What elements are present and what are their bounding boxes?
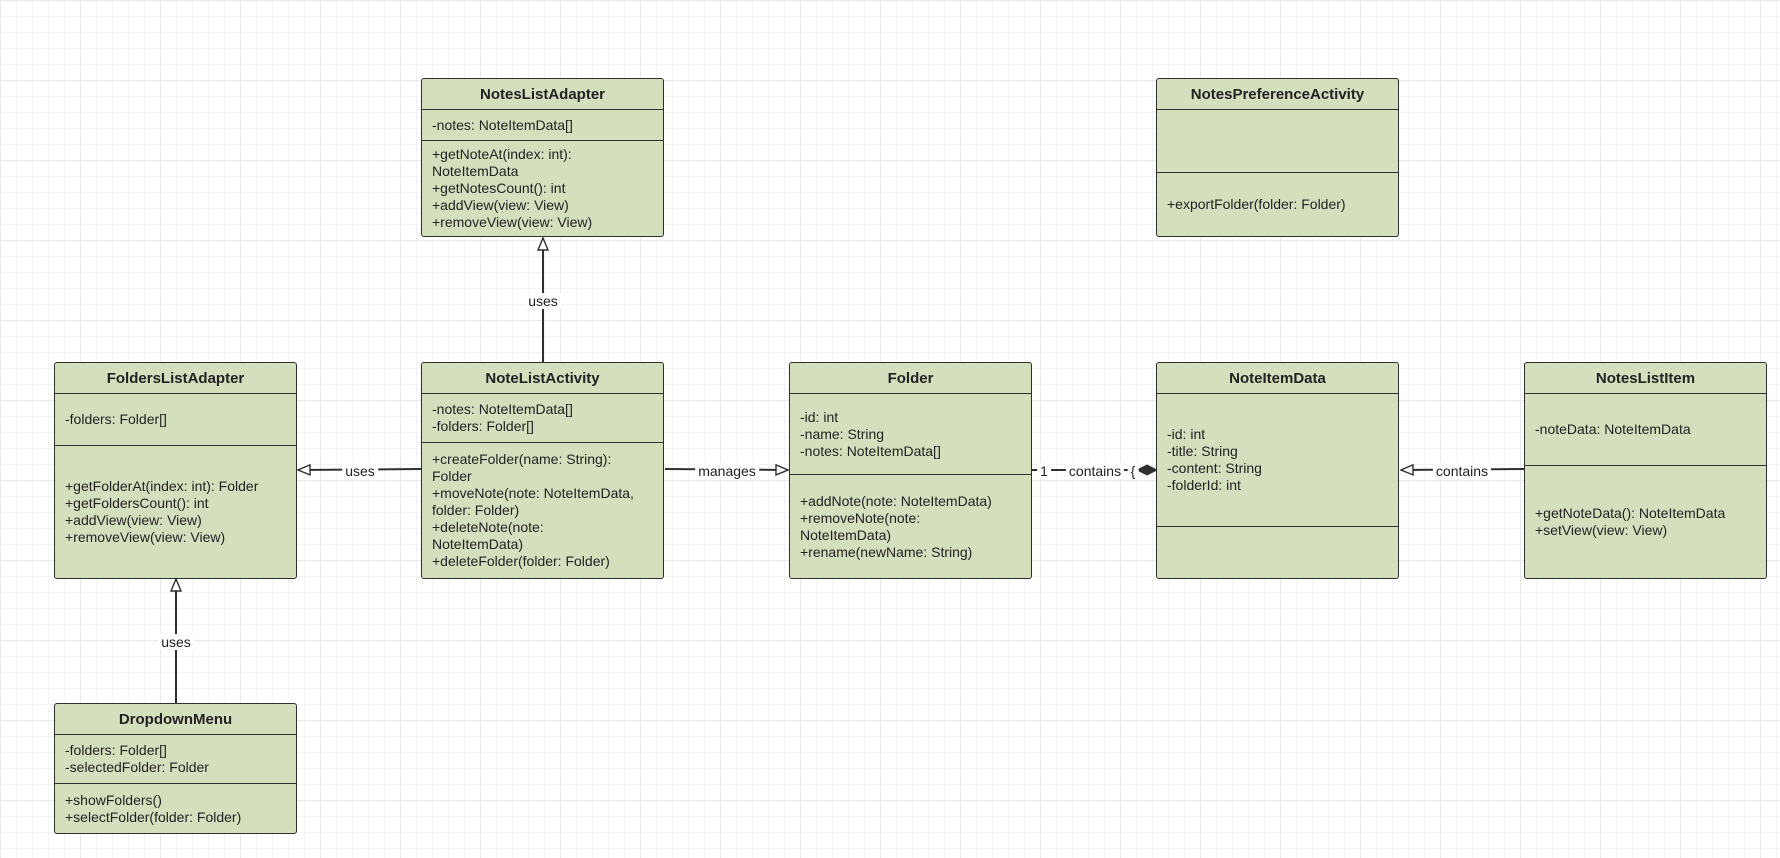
class-attributes: -notes: NoteItemData[] (422, 110, 663, 141)
operation: +removeView(view: View) (65, 529, 226, 545)
class-attributes: -id: int -title: String -content: String… (1157, 394, 1398, 527)
operation: +addView(view: View) (432, 197, 569, 213)
operation: +getFoldersCount(): int (65, 495, 209, 511)
class-attributes (1157, 110, 1398, 173)
class-attributes: -folders: Folder[] (55, 394, 296, 446)
attribute: -folders: Folder[] (65, 742, 167, 758)
class-name: DropdownMenu (55, 704, 296, 735)
operation: folder: Folder) (432, 502, 520, 518)
class-name: NotesListItem (1525, 363, 1766, 394)
attribute: -name: String (800, 425, 885, 442)
class-operations: +showFolders() +selectFolder(folder: Fol… (55, 784, 296, 833)
class-attributes: -noteData: NoteItemData (1525, 394, 1766, 466)
edge-label-manages: manages (695, 463, 759, 479)
operation: +getNoteAt(index: int): (432, 146, 572, 162)
class-note-item-data[interactable]: NoteItemData -id: int -title: String -co… (1156, 362, 1399, 579)
operation: +rename(newName: String) (800, 543, 973, 560)
class-name: FoldersListAdapter (55, 363, 296, 394)
multiplicity-noteitemdata-end: { (1127, 463, 1139, 479)
attribute: -content: String (1167, 460, 1262, 476)
attribute: -folderId: int (1167, 477, 1241, 493)
attribute: -id: int (1167, 426, 1206, 442)
operation: +createFolder(name: String): (432, 451, 612, 467)
class-name: NotesPreferenceActivity (1157, 79, 1398, 110)
operation: +removeNote(note: (800, 509, 921, 526)
class-name: NotesListAdapter (422, 79, 663, 110)
class-folder[interactable]: Folder -id: int -name: String -notes: No… (789, 362, 1032, 579)
attribute: -title: String (1167, 443, 1238, 459)
operation: NoteItemData) (432, 536, 524, 552)
class-operations: +exportFolder(folder: Folder) (1157, 173, 1398, 236)
class-notes-preference-activity[interactable]: NotesPreferenceActivity +exportFolder(fo… (1156, 78, 1399, 237)
class-operations (1157, 527, 1398, 578)
operation: +getFolderAt(index: int): Folder (65, 478, 259, 494)
class-dropdown-menu[interactable]: DropdownMenu -folders: Folder[] -selecte… (54, 703, 297, 834)
operation: +getNoteData(): NoteItemData (1535, 505, 1726, 521)
operation: +addView(view: View) (65, 512, 202, 528)
class-operations: +addNote(note: NoteItemData) +removeNote… (790, 475, 1031, 578)
class-attributes: -folders: Folder[] -selectedFolder: Fold… (55, 735, 296, 784)
operation: +addNote(note: NoteItemData) (800, 492, 992, 509)
class-attributes: -id: int -name: String -notes: NoteItemD… (790, 394, 1031, 475)
operation: +showFolders() (65, 791, 162, 808)
operation: Folder (432, 468, 472, 484)
operation: +getNotesCount(): int (432, 180, 566, 196)
operation: +exportFolder(folder: Folder) (1167, 196, 1346, 212)
operation: +setView(view: View) (1535, 522, 1668, 538)
attribute: -selectedFolder: Folder (65, 759, 209, 775)
operation: +removeView(view: View) (432, 214, 593, 230)
class-note-list-activity[interactable]: NoteListActivity -notes: NoteItemData[] … (421, 362, 664, 579)
class-notes-list-item[interactable]: NotesListItem -noteData: NoteItemData +g… (1524, 362, 1767, 579)
attribute: -id: int (800, 408, 839, 425)
operation: +deleteNote(note: (432, 519, 544, 535)
edge-label-uses: uses (525, 293, 561, 309)
class-operations: +getNoteAt(index: int): NoteItemData +ge… (422, 141, 663, 236)
operation: NoteItemData) (800, 526, 892, 543)
class-attributes: -notes: NoteItemData[] -folders: Folder[… (422, 394, 663, 443)
operation: +moveNote(note: NoteItemData, (432, 485, 634, 501)
class-name: NoteItemData (1157, 363, 1398, 394)
class-operations: +createFolder(name: String): Folder +mov… (422, 443, 663, 578)
class-operations: +getNoteData(): NoteItemData +setView(vi… (1525, 466, 1766, 578)
attribute: -folders: Folder[] (65, 411, 167, 427)
attribute: -notes: NoteItemData[] (800, 442, 941, 459)
edge-label-contains: contains (1432, 463, 1492, 479)
class-operations: +getFolderAt(index: int): Folder +getFol… (55, 446, 296, 578)
attribute: -noteData: NoteItemData (1535, 421, 1691, 437)
operation: +deleteFolder(folder: Folder) (432, 553, 610, 569)
class-name: Folder (790, 363, 1031, 394)
operation: NoteItemData (432, 163, 519, 179)
edge-label-uses: uses (342, 463, 378, 479)
attribute: -notes: NoteItemData[] (432, 401, 573, 417)
operation: +selectFolder(folder: Folder) (65, 808, 242, 825)
edge-label-contains: contains (1065, 463, 1125, 479)
class-folders-list-adapter[interactable]: FoldersListAdapter -folders: Folder[] +g… (54, 362, 297, 579)
edge-label-uses: uses (158, 634, 194, 650)
attribute: -notes: NoteItemData[] (432, 116, 573, 133)
class-notes-list-adapter[interactable]: NotesListAdapter -notes: NoteItemData[] … (421, 78, 664, 237)
class-name: NoteListActivity (422, 363, 663, 394)
multiplicity-folder-end: 1 (1037, 463, 1051, 479)
attribute: -folders: Folder[] (432, 418, 534, 434)
